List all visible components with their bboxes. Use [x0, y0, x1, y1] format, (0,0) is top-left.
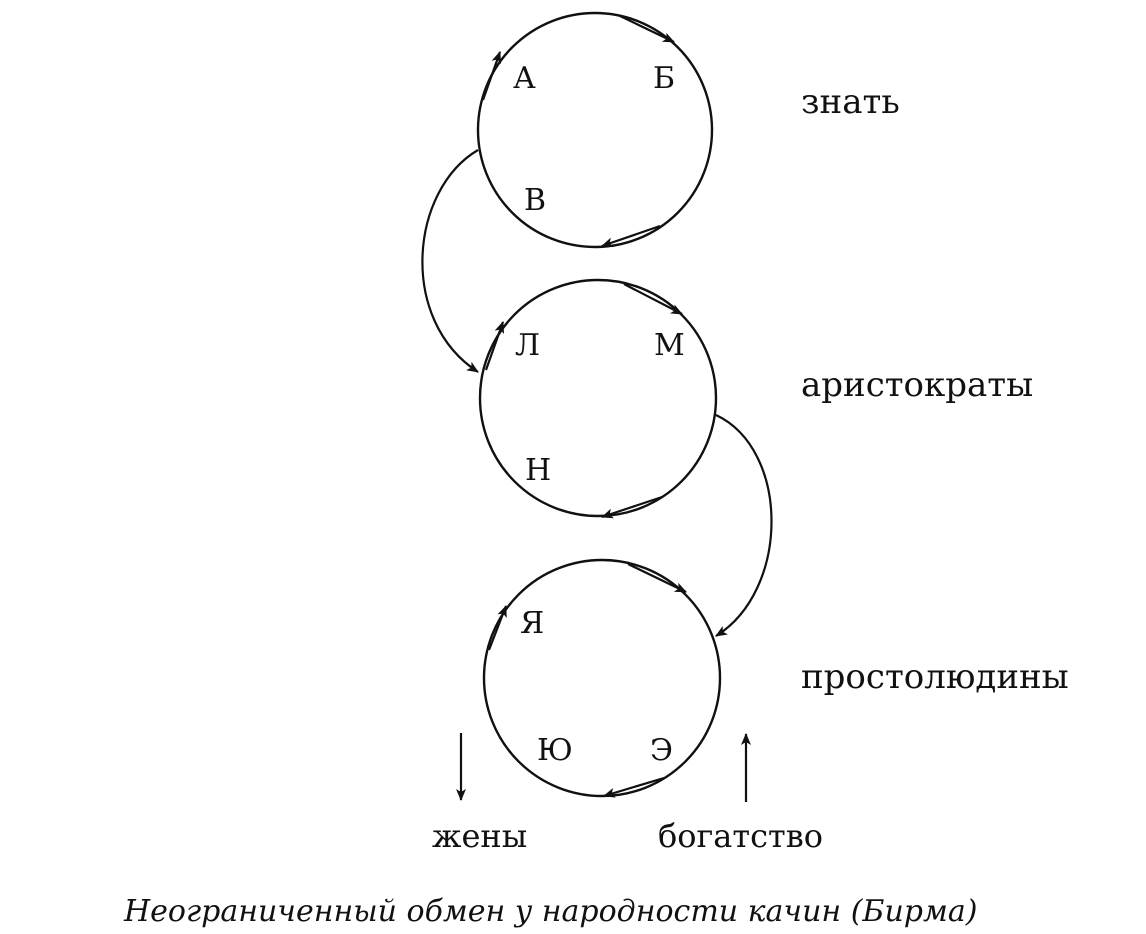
ring-arrow-nobility-left	[481, 51, 502, 101]
node-label-l: Л	[515, 328, 540, 363]
ring-aristocrats	[478, 278, 718, 518]
node-label-a: А	[513, 61, 536, 96]
node-label-yu: Ю	[537, 733, 573, 768]
level-label-nobility: знать	[801, 82, 900, 122]
ring-arrow-commoners-bottom	[603, 776, 665, 798]
figure-caption: Неограниченный обмен у народности качин …	[123, 894, 977, 929]
node-label-n: Н	[525, 453, 551, 488]
node-label-m: М	[654, 328, 685, 363]
legend-label-wives: жены	[432, 817, 527, 855]
circle-nobility: А Б В	[476, 11, 714, 249]
ring-arrow-aristocrats-top	[623, 283, 683, 315]
node-label-v: В	[524, 183, 546, 218]
ring-arrow-nobility-top	[619, 15, 675, 43]
link-aristocrats-to-commoners	[715, 414, 773, 637]
node-label-e: Э	[650, 733, 673, 768]
circle-commoners: Я Ю Э	[482, 558, 722, 798]
ring-arrow-aristocrats-bottom	[601, 495, 663, 519]
node-label-ya: Я	[520, 606, 544, 641]
circle-aristocrats: Л М Н	[478, 278, 718, 519]
level-label-aristocrats: аристократы	[801, 365, 1033, 405]
ring-arrow-nobility-bottom	[601, 224, 661, 248]
ring-arrow-commoners-left	[487, 605, 508, 651]
level-label-commoners: простолюдины	[801, 657, 1069, 697]
legend-label-wealth: богатство	[658, 817, 823, 855]
ring-nobility	[476, 11, 714, 249]
ring-arrow-commoners-top	[627, 563, 687, 593]
ring-commoners	[482, 558, 722, 798]
link-nobility-to-aristocrats	[421, 149, 479, 373]
ring-arrow-aristocrats-left	[484, 321, 505, 371]
node-label-b: Б	[653, 61, 675, 96]
